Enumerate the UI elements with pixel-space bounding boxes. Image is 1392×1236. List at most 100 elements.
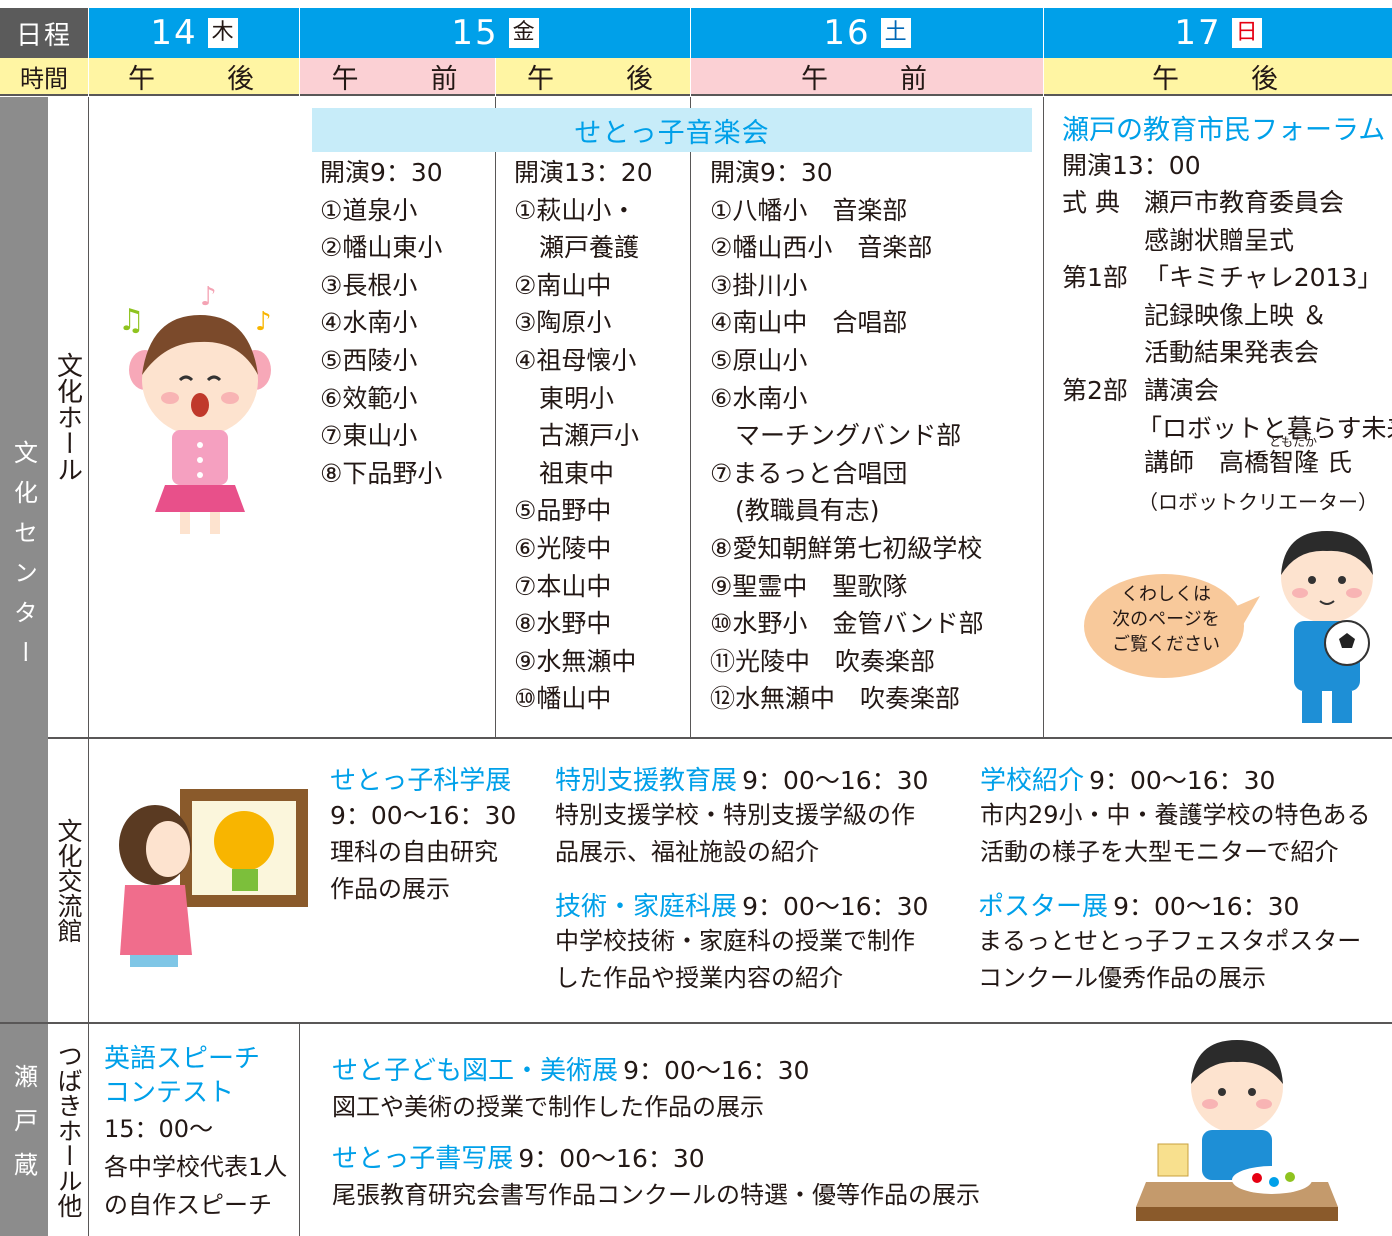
concert-performer-line: ⑥光陵中 [514,533,612,563]
time-text: 午 前 [801,63,933,95]
concert-performer-line: ⑦まるっと合唱団 [710,458,908,488]
concert-performer-line: ④南山中 合唱部 [710,308,908,338]
concert-performer-line: (教職員有志) [710,496,880,526]
bubble-line: 次のページを [1112,609,1220,630]
concert-performer-line: ⑦東山小 [320,421,418,451]
day-17-header: 17 日 [1044,8,1392,58]
time-cell-15am: 午 前 [300,58,495,96]
venue-bunka-hall: 文化ホール [48,97,88,737]
weekday-badge: 土 [880,18,911,48]
concert-performer-line: ⑩幡山中 [514,684,612,714]
forum-row-line: 感謝状贈呈式 [1144,225,1295,255]
weekday-badge: 日 [1231,18,1262,48]
concert-performer-line: ③掛川小 [710,270,808,300]
concert-title: せとっ子音楽会 [574,117,770,149]
time-cell-17pm: 午 後 [1044,58,1392,96]
concert-performer-line: ②幡山東小 [320,233,443,263]
girl-painting-illustration [119,789,308,967]
concert-performer-line: ⑤品野中 [514,496,612,526]
concert-performer-line: ⑥效範小 [320,383,418,413]
bubble-line: くわしくは [1121,584,1211,605]
grid-line [690,97,691,737]
lecturer-title: （ロボットクリエーター） [1138,490,1378,514]
time-cell-14: 午 後 [89,58,299,96]
concert-performer-line: マーチングバンド部 [710,421,962,451]
concert-performer-line: ③陶原小 [514,308,612,338]
day-number: 14 [150,13,198,53]
day-number: 15 [451,13,499,53]
exhibit-time: 9：00〜16：30 [1113,892,1300,921]
exhibit-desc: 特別支援学校・特別支援学級の作 [555,801,915,829]
forum-title: 瀬戸の教育市民フォーラム [1062,115,1386,146]
exhibit-time: 9：00〜16：30 [330,801,517,830]
day-14-header: 14 木 [89,8,299,58]
exhibit-tech: 技術・家庭科展 9：00〜16：30 中学校技術・家庭科の授業で制作 した作品や… [555,886,928,997]
day-number: 16 [823,13,871,53]
concert-performer-line: ⑪光陵中 吹奏楽部 [710,646,936,676]
concert-performer-line: ⑨聖霊中 聖歌隊 [710,571,908,601]
bubble-line: ご覧ください [1112,634,1220,655]
calligraphy-time: 9：00〜16：30 [518,1144,705,1173]
exhibit-title: 特別支援教育展 [555,766,738,796]
forum-start-time: 開演13：00 [1062,151,1201,180]
concert-performer-line: ⑦本山中 [514,571,612,601]
grid-line [48,737,1392,739]
concert-performer-line: ①萩山小・ [514,195,637,225]
concert-performer-line: ①八幡小 音楽部 [710,195,908,225]
lecturer-ruby: ともたか [1269,435,1318,449]
forum-row-label: 第1部 [1062,263,1128,293]
svg-text:♫: ♫ [118,303,145,338]
forum-row-line: 活動結果発表会 [1144,338,1320,368]
concert-performer-line: ⑧愛知朝鮮第七初級学校 [710,533,983,563]
schedule-label: 日程 [15,20,72,51]
day-number: 17 [1174,13,1222,53]
venue-label: 文化ホール [52,352,83,482]
exhibit-desc: 市内29小・中・養護学校の特色ある [980,801,1371,829]
exhibit-time: 9：00〜16：30 [742,892,929,921]
calligraphy-title: せとっ子書写展 [332,1144,514,1174]
time-text: 午 後 [128,63,260,95]
grid-line [495,97,496,737]
art-exhibit: せと子ども図工・美術展 9：00〜16：30 図工や美術の授業で制作した作品の展… [332,1050,809,1126]
forum-row-line: 講演会 [1144,375,1220,405]
venue-tsubaki: つばきホール他 [48,1024,88,1236]
exhibit-desc: 品展示、福祉施設の紹介 [555,838,819,866]
exhibit-title: 学校紹介 [980,766,1085,796]
grid-line [299,1024,300,1236]
exhibit-science: せとっ子科学展 9：00〜16：30 理科の自由研究 作品の展示 [330,760,516,908]
concert-performer-line: ⑧水野中 [514,609,612,639]
concert-performer-line: ⑨水無瀬中 [514,646,637,676]
venue-label: つばきホール他 [54,1042,83,1218]
speech-desc: 各中学校代表1人 [104,1153,288,1181]
grid-line [88,97,89,1236]
forum-row-line: 「ロボットと暮らす未来」 [1137,413,1392,443]
exhibit-poster: ポスター展 9：00〜16：30 まるっとせとっ子フェスタポスター コンクール優… [978,886,1361,997]
boy-drawing-illustration [1136,1040,1338,1221]
speech-contest: 英語スピーチ コンテスト 15：00〜 各中学校代表1人 の自作スピーチ [104,1042,287,1224]
time-label: 時間 [20,64,68,93]
exhibit-time: 9：00〜16：30 [1089,766,1276,795]
exhibit-desc: した作品や授業内容の紹介 [555,964,843,992]
speech-title: 英語スピーチ [104,1044,261,1074]
concert-performer-line: ⑫水無瀬中 吹奏楽部 [710,684,961,714]
day-16-header: 16 土 [691,8,1043,58]
exhibit-time: 9：00〜16：30 [742,766,929,795]
concert-performer-line: 開演9：30 [320,158,443,187]
exhibit-title: せとっ子科学展 [330,766,512,796]
exhibit-title: ポスター展 [978,892,1109,922]
forum-lecturer: 講師 高橋ともたか智隆 氏 [1144,436,1352,486]
venue-label: 文化センター [9,439,38,680]
speech-time: 15：00〜 [104,1115,214,1143]
venue-bunka-center: 文化センター [0,97,48,1022]
exhibit-desc: 作品の展示 [330,875,450,903]
day-15-header: 15 金 [300,8,690,58]
calligraphy-exhibit: せとっ子書写展 9：00〜16：30 尾張教育研究会書写作品コンクールの特選・優… [332,1138,980,1214]
exhibit-title: 技術・家庭科展 [555,892,738,922]
concert-title-band: せとっ子音楽会 [312,108,1032,152]
concert-performer-line: 開演13：20 [514,158,653,187]
speech-bubble-shape [1084,574,1260,678]
time-cell-16am: 午 前 [691,58,1043,96]
lecturer-suffix: 氏 [1326,448,1352,477]
concert-performer-line: 祖東中 [514,458,615,488]
